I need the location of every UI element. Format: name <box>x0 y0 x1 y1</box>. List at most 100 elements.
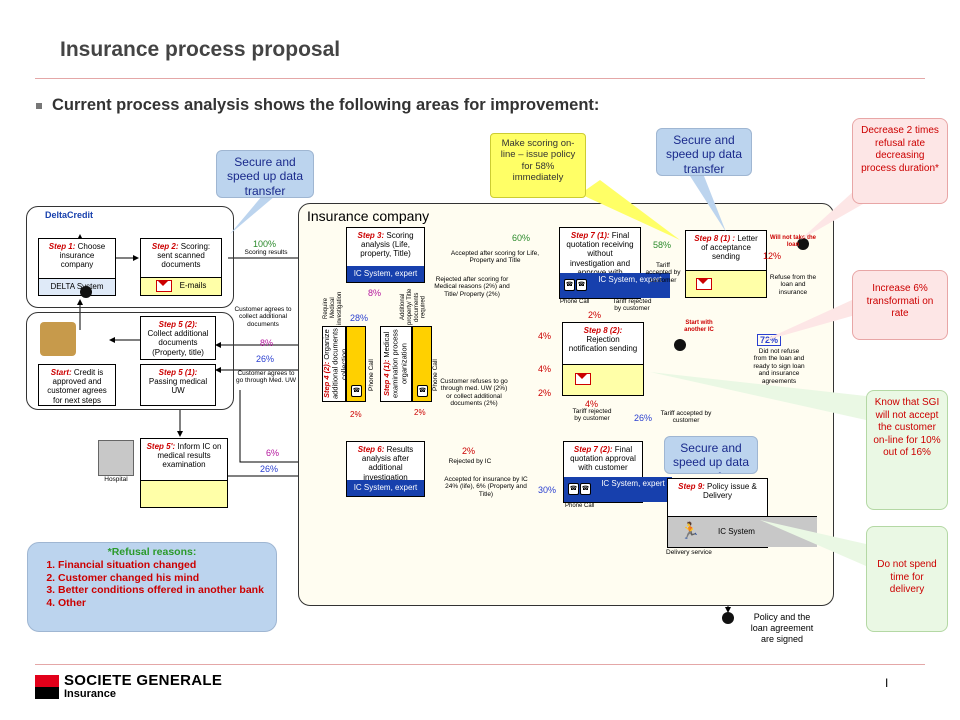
step-5-1-number: Step 5 (1): <box>158 368 198 377</box>
phone-icon: ☎ <box>351 385 362 397</box>
step-7-2-box: Step 7 (2): Final quotation approval wit… <box>563 441 672 503</box>
refusal-item: Other <box>58 597 276 610</box>
pct-4-b: 4% <box>538 364 552 374</box>
step-5-2-text: Collect additional documents (Property, … <box>147 329 209 357</box>
step-2-system-label: E-mails <box>179 281 207 290</box>
refusal-item: Customer changed his mind <box>58 572 276 585</box>
pct-72: 72% <box>757 334 782 346</box>
policy-signed-label: Policy and the loan agreement are signed <box>750 612 814 644</box>
step-8-1-box: Step 8 (1) : Letter of acceptance sendin… <box>685 230 767 298</box>
start-box: Start: Credit is approved and customer a… <box>38 364 116 406</box>
another-ic-terminal-icon <box>674 339 686 351</box>
phone-icon: ☎ <box>564 279 575 291</box>
bullet-square-icon <box>36 102 42 109</box>
start-text: Credit is approved and customer agrees f… <box>47 368 107 405</box>
insurance-company-label: Insurance company <box>307 208 430 224</box>
footer-divider <box>35 664 925 665</box>
pct-26-a: 26% <box>256 354 275 364</box>
tariff-accepted-1-label: Tariff accepted by customer <box>645 262 681 284</box>
pct-6: 6% <box>266 448 280 458</box>
step-9-box: Step 9: Policy issue & Delivery IC Syste… <box>667 478 817 548</box>
refuse-loan-terminal-icon <box>797 238 809 250</box>
customer-region <box>26 312 234 410</box>
pct-2-e: 2% <box>462 446 476 456</box>
step-5-prime-text: Inform IC on medical results examination <box>157 442 222 470</box>
step-4-1-system: ☎ <box>412 326 432 402</box>
step-8-2-number: Step 8 (2): <box>583 326 623 335</box>
callout-secure-top: Secure and speed up data transfer <box>656 128 752 176</box>
step-2-system: E-mails <box>141 277 221 295</box>
deltacredit-region <box>26 206 234 308</box>
step-7-2-number: Step 7 (2): <box>573 445 613 454</box>
deltacredit-logo: DeltaCredit <box>45 210 94 220</box>
step-5-prime-system <box>141 480 227 507</box>
step-8-1-number: Step 8 (1) : <box>694 234 736 243</box>
step-6-text: Results analysis after additional invest… <box>361 445 414 482</box>
pct-4-a: 4% <box>538 331 552 341</box>
pct-28: 28% <box>350 313 369 323</box>
refusal-item: Financial situation changed <box>58 559 276 572</box>
email-icon <box>696 278 712 290</box>
tariff-rejected-1-label: Tariff rejected by customer <box>612 298 652 313</box>
delivery-runner-icon: 🏃 <box>680 522 700 540</box>
pct-8-b: 8% <box>260 338 274 348</box>
start-terminal-icon <box>80 286 92 298</box>
pct-100: 100% <box>253 239 277 249</box>
step-9-system: IC System <box>668 516 817 547</box>
brand-sub: Insurance <box>64 688 116 700</box>
hospital-label: Hospital <box>104 476 128 483</box>
step-8-2-system <box>563 364 643 395</box>
pct-2-b: 2% <box>588 310 602 320</box>
phone-icon: ☎ <box>576 279 587 291</box>
rejected-scoring-label: Rejected after scoring for Medical reaso… <box>434 276 510 298</box>
customer-refuses-label: Customer refuses to go through med. UW (… <box>440 378 508 408</box>
step-1-text: Choose insurance company <box>59 242 106 270</box>
societe-generale-logo-icon <box>35 675 59 699</box>
phone-icon: ☎ <box>568 483 579 495</box>
step-8-2-text: Rejection notification sending <box>568 335 638 354</box>
refusal-reasons-box: *Refusal reasons: Financial situation ch… <box>27 542 277 632</box>
bullet-text: Current process analysis shows the follo… <box>36 96 599 115</box>
pct-58: 58% <box>653 240 672 250</box>
pct-8-a: 8% <box>368 288 382 298</box>
step-3-system: IC System, expert <box>347 266 424 282</box>
step-7-1-box: Step 7 (1): Final quotation receiving wi… <box>559 227 670 299</box>
refusal-heading: *Refusal reasons: <box>107 546 197 558</box>
customer-agrees-med-label: Customer agrees to go through Med. UW <box>236 370 296 385</box>
step-2-box: Step 2: Scoring: sent scanned documents … <box>140 238 222 296</box>
step-1-system: DELTA System <box>39 278 115 295</box>
title-divider <box>35 78 925 79</box>
refusal-list: Financial situation changed Customer cha… <box>28 559 276 609</box>
pct-4-c: 4% <box>585 399 599 409</box>
step-3-number: Step 3: <box>357 231 385 240</box>
step-5-1-box: Step 5 (1):Passing medical UW <box>140 364 216 406</box>
page-title: Insurance process proposal <box>60 38 341 61</box>
step-6-number: Step 6: <box>357 445 385 454</box>
refuse-from-loan-label: Refuse from the loan and insurance <box>769 274 817 296</box>
page-number: I <box>885 676 889 690</box>
step-3-box: Step 3: Scoring analysis (Life, property… <box>346 227 425 283</box>
step-8-1-system <box>686 270 766 297</box>
refusal-item: Better conditions offered in another ban… <box>58 584 276 597</box>
pct-2-d: 2% <box>414 408 426 417</box>
callout-scoring: Make scoring on-line – issue policy for … <box>490 133 586 198</box>
step-5-prime-box: Step 5': Inform IC on medical results ex… <box>140 438 228 508</box>
step-8-2-box: Step 8 (2): Rejection notification sendi… <box>562 322 644 396</box>
accepted-by-ic-label: Accepted for insurance by IC 24% (life),… <box>444 476 528 498</box>
start-another-ic-label: Start with another IC <box>684 320 714 333</box>
start-label: Start: <box>50 368 72 377</box>
customer-desk-icon <box>40 322 76 356</box>
customer-agrees-docs-label: Customer agrees to collect additional do… <box>234 306 292 328</box>
step-4-1-box: Step 4 (1): Medical examination process … <box>380 326 412 402</box>
phone-call-label-3: Phone Call <box>560 299 590 305</box>
email-icon <box>155 279 172 292</box>
step-5-1-text: Passing medical UW <box>148 377 208 396</box>
bullet-label: Current process analysis shows the follo… <box>52 96 600 114</box>
hospital-icon <box>98 440 134 476</box>
step-7-2-text: Final quotation approval with customer <box>570 445 636 473</box>
delivery-service-label: Delivery service <box>666 549 712 556</box>
phone-icon: ☎ <box>580 483 591 495</box>
callout-sgi: Know that SGI will not accept the custom… <box>866 390 948 510</box>
callout-secure-mid: Secure and speed up data transfer <box>664 436 758 474</box>
